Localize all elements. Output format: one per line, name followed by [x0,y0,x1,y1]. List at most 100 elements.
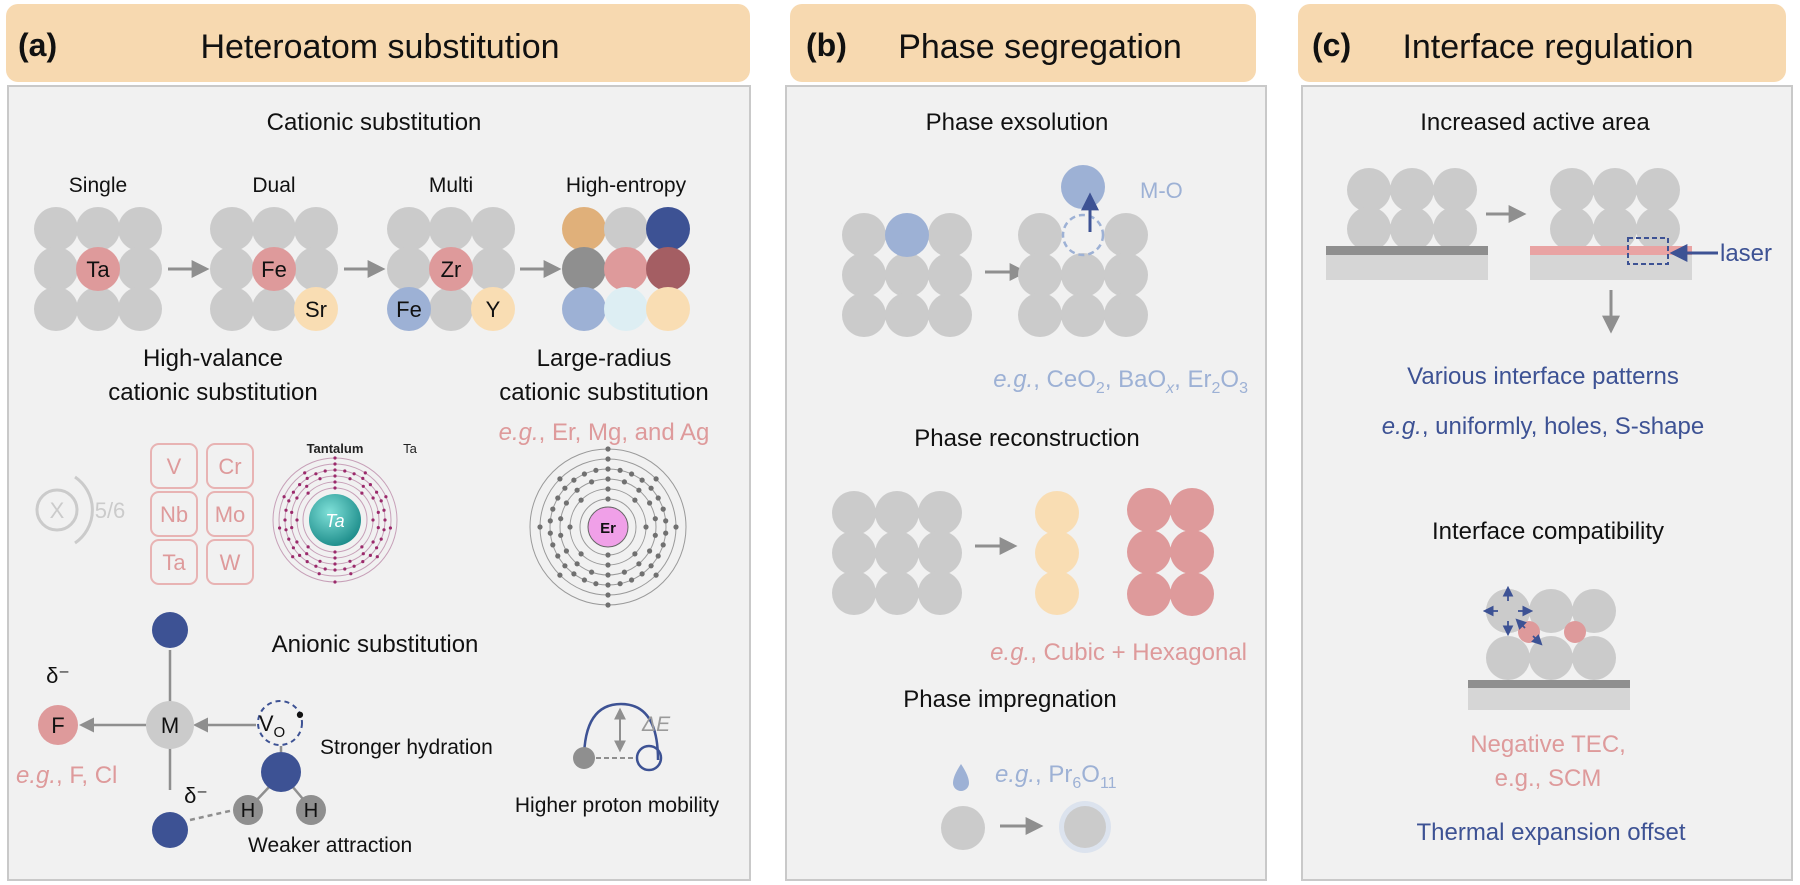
electron-dot [333,474,337,478]
electron-dot [278,526,282,530]
electron-dot [283,518,287,522]
vacated-site [1061,213,1105,257]
electron-dot [361,552,365,556]
panel-b-label: (b) [806,27,847,63]
electron-dot [673,524,679,530]
reconstruction-example: e.g., Cubic + Hexagonal [990,639,1247,666]
electron-dot [379,537,383,541]
scm-label: e.g., SCM [1495,765,1602,792]
electron-dot [314,564,318,568]
mo-nanoparticle [1061,165,1105,209]
anionic-diagram: M δ⁻ F VO • H H δ⁻ e.g., F, Cl Stronger … [16,612,493,857]
electron-dot [550,506,556,512]
panel-b-header [790,4,1256,82]
electron-dot [298,483,302,487]
zr-dopant-atom [429,247,473,291]
various-patterns-title: Various interface patterns [1407,363,1679,390]
substrate-compat [1468,684,1630,710]
delta-minus-f: δ⁻ [46,663,70,688]
electron-dot [317,572,321,576]
electron-dot [558,532,564,538]
electron-dot [371,518,375,522]
electron-dot [348,559,352,563]
tantalum-nucleus [309,494,361,546]
y-dopant-atom [471,287,515,331]
h-right-label: H [304,800,318,822]
electron-dot [388,526,392,530]
electron-dot [578,551,584,557]
element-v: V [167,454,182,479]
electron-dot [636,487,642,493]
electron-dot [537,524,543,530]
erbium-nucleus [587,506,629,548]
electron-dot [550,542,556,548]
element-cr: Cr [218,454,241,479]
ta-dopant-atom [76,247,120,291]
water-oxygen-atom [261,752,301,792]
electron-dot [652,532,658,538]
mo-label: M-O [1140,178,1183,203]
tantalum-core-label: Ta [325,511,344,531]
electron-dot [605,446,611,452]
electron-dot [360,545,364,549]
dual-lattice: Fe Sr [210,207,338,331]
laser-treated-layer [1530,246,1692,255]
substrate-before [1326,254,1488,280]
electron-dot [574,561,580,567]
electron-dot [306,545,310,549]
anion-example: e.g., F, Cl [16,762,117,789]
droplet-icon [953,764,969,791]
element-w: W [220,550,241,575]
electron-dot [562,485,568,491]
column-high-entropy: High-entropy [566,174,687,197]
anionic-substitution-title: Anionic substitution [272,631,479,658]
electron-dot [555,553,561,559]
phase-impregnation-title: Phase impregnation [903,686,1116,713]
electron-dot [287,537,291,541]
electron-dot [305,484,309,488]
electron-dot [632,497,638,503]
electron-dot [287,499,291,503]
electron-dot [284,508,288,512]
electron-dot [343,469,347,473]
electron-dot [655,495,661,501]
electron-dot [333,580,337,584]
oxygen-vacancy [257,700,303,746]
electron-dot [361,560,365,564]
electron-dot [632,551,638,557]
compatibility-diagram [1468,585,1630,710]
exsolution-example: e.g., CeO2, BaOx, Er2O3 [993,366,1248,397]
electron-dot [629,577,635,583]
negative-tec-particle-2 [1564,621,1586,643]
electron-dot [563,548,570,554]
electron-dot [333,562,337,566]
panel-c-label: (c) [1312,27,1351,63]
electron-dot [333,556,337,560]
proton-end [635,744,663,772]
electron-dot [363,471,367,475]
electron-dot [563,500,570,506]
laser-focus-box [1627,237,1669,265]
electron-dot [653,476,659,482]
electron-dot [284,528,288,532]
element-ta: Ta [162,550,186,575]
electron-dot [361,484,365,488]
electron-dot [333,462,337,466]
fe-dopant-atom [252,247,296,291]
reconstruction-pink-lattice [1127,488,1214,616]
panel-c-title: Interface regulation [1402,28,1693,66]
electron-dot [348,477,352,481]
electron-dot [376,510,380,514]
electron-dot [643,524,649,530]
f-atom [38,705,78,745]
electron-dot [318,477,322,481]
impregnation-particle-before [941,806,985,850]
electron-dot [660,506,666,512]
electron-dot [352,564,356,568]
patterns-example: e.g., uniformly, holes, S-shape [1382,413,1704,440]
tantalum-electron-shells [272,456,398,584]
electron-dot [605,562,611,568]
electron-dot [295,496,299,500]
vo-dot: • [296,702,304,727]
